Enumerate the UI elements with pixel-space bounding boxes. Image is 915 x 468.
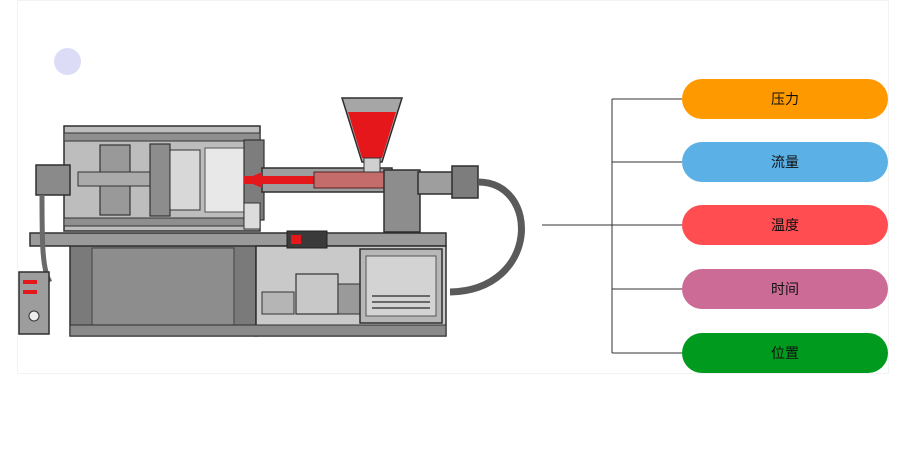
machine-base-inner xyxy=(91,247,235,335)
parameter-label: 位置 xyxy=(771,346,799,362)
side-control-knob xyxy=(28,310,40,322)
control-keypad xyxy=(243,202,261,230)
side-control-indicator-1 xyxy=(23,280,37,284)
parameter-label: 时间 xyxy=(771,282,799,298)
melt-flow xyxy=(244,176,314,184)
clamp-tie-bar-bottom xyxy=(63,217,261,227)
mold-cavity xyxy=(204,147,246,213)
display-digits xyxy=(291,235,301,244)
toggle-link-bar xyxy=(77,171,159,187)
mold-core xyxy=(169,149,201,211)
parameter-time: 时间 xyxy=(682,269,888,309)
parameter-pressure: 压力 xyxy=(682,79,888,119)
cylinder-cap xyxy=(451,165,479,199)
injection-cylinder xyxy=(417,171,455,195)
decorative-dot xyxy=(54,48,81,75)
machine-leg xyxy=(69,324,447,337)
hopper-pellets xyxy=(348,112,396,158)
injection-housing xyxy=(383,169,421,233)
machine-bed xyxy=(29,232,447,247)
motor-unit xyxy=(295,273,339,315)
motor-mount xyxy=(337,283,363,315)
melt-nozzle xyxy=(244,172,262,188)
control-cabinet-face xyxy=(365,255,437,317)
parameter-label: 流量 xyxy=(771,155,799,171)
parameter-position: 位置 xyxy=(682,333,888,373)
moving-platen xyxy=(149,143,171,217)
parameter-temperature: 温度 xyxy=(682,205,888,245)
hydraulic-hose xyxy=(449,178,525,296)
clamp-cylinder xyxy=(35,164,71,196)
pump-unit xyxy=(261,291,295,315)
side-control-indicator-2 xyxy=(23,290,37,294)
clamp-tie-bar-top xyxy=(63,132,261,142)
screw xyxy=(313,171,385,189)
parameter-label: 压力 xyxy=(771,92,799,108)
hopper-throat xyxy=(363,157,381,173)
parameter-label: 温度 xyxy=(771,218,799,234)
parameter-flow: 流量 xyxy=(682,142,888,182)
